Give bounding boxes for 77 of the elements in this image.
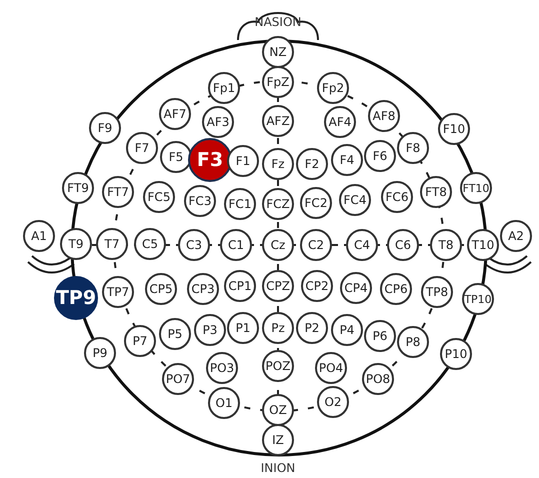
electrode-circle: NZ [262, 36, 294, 68]
electrode-circle: Cz [262, 229, 294, 261]
electrode-circle: C4 [346, 229, 378, 261]
highlighted-electrode: TP9 [54, 276, 98, 320]
electrode-circle: FC3 [184, 185, 216, 217]
highlighted-electrode: F3 [188, 138, 232, 182]
electrode-circle: TP8 [421, 276, 453, 308]
electrode-circle: Fz [262, 148, 294, 180]
electrode-circle: FT9 [62, 172, 94, 204]
electrode-circle: FCZ [262, 188, 294, 220]
electrode-circle: POZ [262, 350, 294, 382]
electrode-circle: AFZ [262, 105, 294, 137]
electrode-circle: P5 [159, 318, 191, 350]
electrode-circle: F1 [227, 145, 259, 177]
electrode-circle: O1 [208, 387, 240, 419]
electrode-circle: P10 [440, 338, 472, 370]
electrode-circle: F6 [364, 140, 396, 172]
electrode-circle: P2 [296, 312, 328, 344]
electrode-circle: P6 [364, 320, 396, 352]
electrode-circle: C6 [387, 229, 419, 261]
electrode-circle: F8 [397, 132, 429, 164]
electrode-circle: T7 [96, 228, 128, 260]
electrode-circle: CP6 [380, 273, 412, 305]
electrode-circle: PO7 [162, 363, 194, 395]
electrode-circle: A2 [500, 220, 532, 252]
landmark-label: INION [260, 461, 296, 475]
electrode-circle: TP7 [102, 276, 134, 308]
electrode-circle: CP4 [340, 272, 372, 304]
electrode-circle: CP3 [187, 273, 219, 305]
electrode-circle: P3 [194, 314, 226, 346]
electrode-circle: OZ [262, 394, 294, 426]
landmark-label: NASION [254, 15, 302, 29]
electrode-circle: Fp1 [208, 72, 240, 104]
electrode-circle: F7 [126, 132, 158, 164]
electrode-circle: PO4 [315, 352, 347, 384]
electrode-circle: CP2 [301, 270, 333, 302]
electrode-circle: FT8 [420, 176, 452, 208]
electrode-circle: FC5 [143, 181, 175, 213]
electrode-circle: P9 [84, 337, 116, 369]
electrode-circle: P7 [124, 325, 156, 357]
electrode-circle: F9 [89, 112, 121, 144]
electrode-circle: CP5 [145, 273, 177, 305]
electrode-circle: FC4 [339, 184, 371, 216]
electrode-circle: T10 [467, 229, 499, 261]
electrode-circle: FT7 [102, 176, 134, 208]
electrode-circle: FC2 [300, 187, 332, 219]
electrode-circle: P4 [331, 314, 363, 346]
electrode-circle: TP10 [462, 283, 494, 315]
electrode-circle: F2 [296, 148, 328, 180]
electrode-circle: C5 [134, 228, 166, 260]
electrode-circle: FC6 [381, 181, 413, 213]
electrode-circle: IZ [262, 424, 294, 456]
electrode-circle: FT10 [460, 172, 492, 204]
electrode-circle: CP1 [224, 270, 256, 302]
electrode-circle: PO3 [206, 352, 238, 384]
electrode-circle: F5 [160, 141, 192, 173]
electrode-circle: C1 [220, 229, 252, 261]
electrode-circle: Fp2 [317, 72, 349, 104]
electrode-circle: AF3 [202, 106, 234, 138]
electrode-circle: O2 [317, 386, 349, 418]
electrode-circle: PO8 [362, 363, 394, 395]
electrode-circle: AF8 [368, 100, 400, 132]
electrode-circle: AF7 [159, 98, 191, 130]
electrode-circle: Pz [262, 312, 294, 344]
electrode-circle: P1 [227, 312, 259, 344]
electrode-circle: T9 [60, 228, 92, 260]
electrode-circle: C2 [300, 229, 332, 261]
electrode-circle: A1 [23, 220, 55, 252]
electrode-circle: C3 [178, 229, 210, 261]
electrode-circle: F4 [331, 144, 363, 176]
electrode-circle: FpZ [262, 66, 294, 98]
electrode-circle: FC1 [224, 188, 256, 220]
electrode-circle: AF4 [324, 106, 356, 138]
electrode-circle: T8 [430, 229, 462, 261]
electrode-circle: P8 [397, 326, 429, 358]
electrode-circle: F10 [438, 113, 470, 145]
electrode-circle: CPZ [262, 270, 294, 302]
